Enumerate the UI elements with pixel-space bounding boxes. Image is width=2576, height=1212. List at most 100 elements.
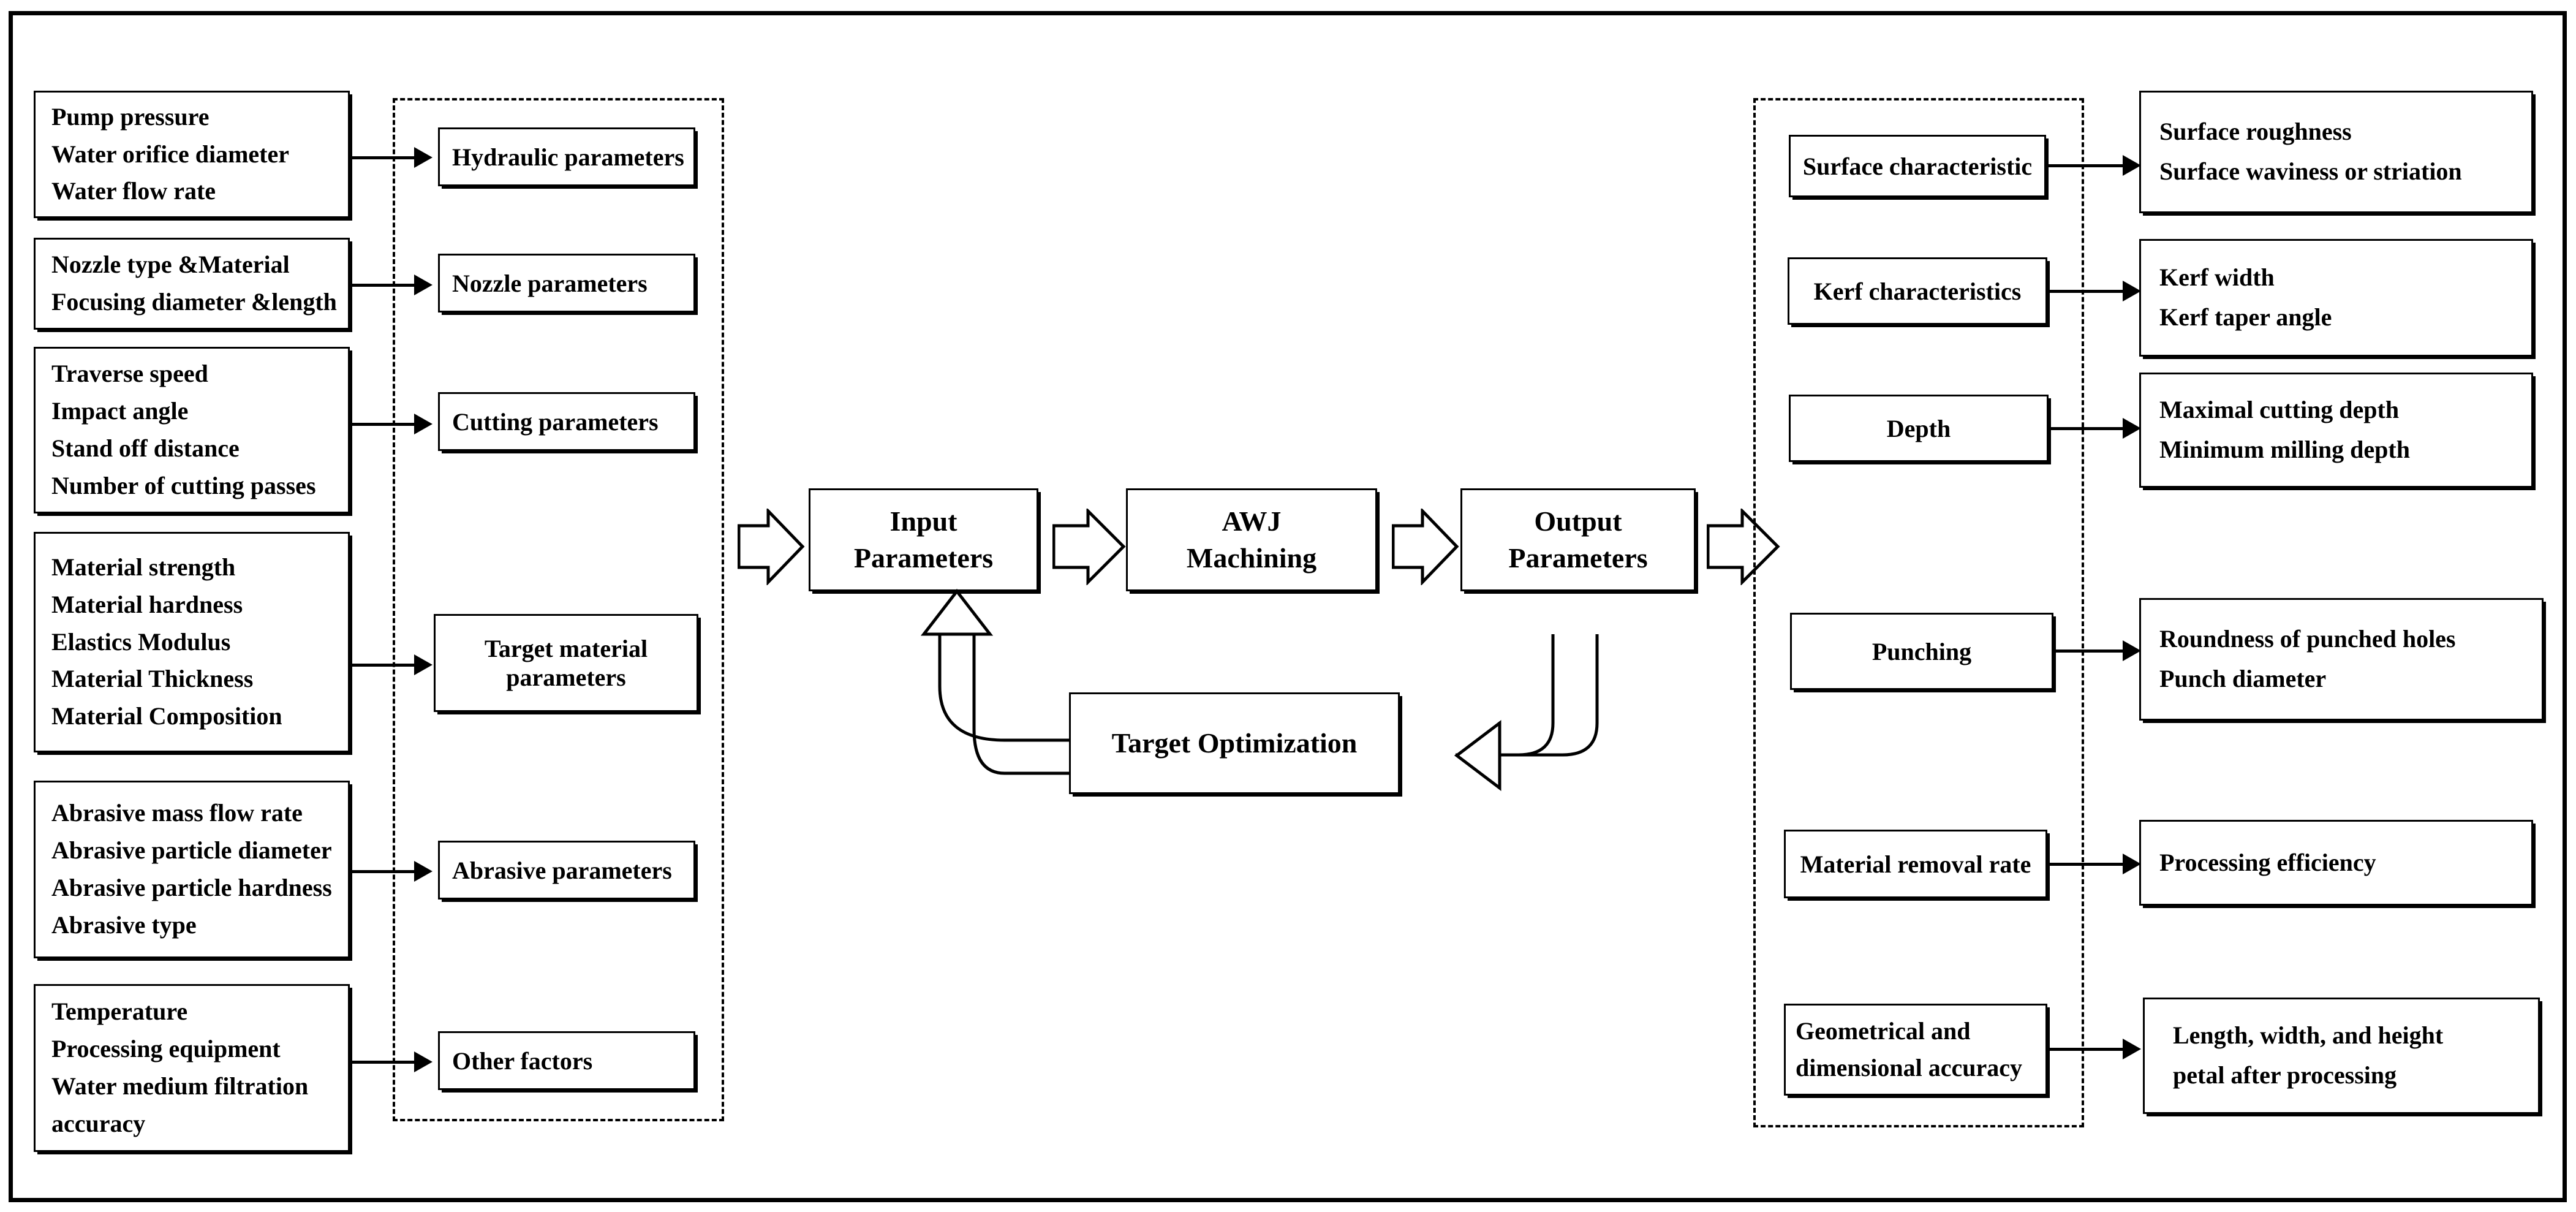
output-item: Kerf taper angle — [2159, 303, 2332, 331]
connector-line-geometry — [2047, 1048, 2126, 1051]
connector-line-hydraulic — [350, 156, 417, 159]
arrow-head-mrr — [2123, 854, 2141, 874]
process-label: AWJ — [1222, 506, 1282, 537]
category-label: Geometrical and — [1796, 1017, 1971, 1045]
output-item: Kerf width — [2159, 263, 2275, 292]
category-label: Depth — [1886, 414, 1951, 442]
input-item: Temperature — [51, 998, 188, 1026]
output-detail-box-mrr: Processing efficiency — [2139, 820, 2533, 906]
category-label: Surface characteristic — [1802, 152, 2033, 180]
input-item: Material Composition — [51, 702, 282, 730]
input-item: Abrasive particle hardness — [51, 874, 332, 901]
arrow-head-hydraulic — [414, 147, 432, 168]
process-box-input-parameters: Input Parameters — [809, 488, 1038, 591]
connector-line-abrasive — [350, 870, 417, 873]
input-item: Water orifice diameter — [51, 140, 289, 168]
arrow-head-target-material — [414, 654, 432, 675]
connector-line-punching — [2053, 650, 2126, 653]
output-item: Maximal cutting depth — [2159, 396, 2400, 424]
output-detail-box-geometry: Length, width, and height petal after pr… — [2143, 998, 2540, 1114]
process-label: Parameters — [1508, 542, 1648, 574]
category-label: Punching — [1872, 637, 1972, 665]
output-item: petal after processing — [2173, 1061, 2397, 1089]
chevron-arrow-into-input — [738, 509, 805, 585]
arrow-head-kerf — [2123, 281, 2141, 301]
process-label: Target Optimization — [1111, 727, 1358, 759]
input-item: Pump pressure — [51, 102, 210, 131]
input-item: Processing equipment — [51, 1035, 281, 1063]
category-label: dimensional accuracy — [1796, 1054, 2022, 1081]
connector-line-mrr — [2047, 863, 2126, 866]
output-item: Surface roughness — [2159, 118, 2352, 146]
arrow-head-other — [414, 1051, 432, 1072]
input-item: Nozzle type &Material — [51, 251, 290, 279]
process-label: Machining — [1186, 542, 1317, 574]
input-item: Water flow rate — [51, 177, 216, 205]
category-label: Cutting parameters — [452, 407, 659, 436]
input-item: Abrasive particle diameter — [51, 836, 332, 865]
input-detail-box-abrasive: Abrasive mass flow rate Abrasive particl… — [34, 781, 350, 958]
category-label: Abrasive parameters — [452, 856, 672, 884]
category-label: parameters — [506, 664, 626, 691]
process-box-awj-machining: AWJ Machining — [1126, 488, 1377, 591]
chevron-arrow-output-to-results — [1707, 509, 1780, 585]
output-item: Punch diameter — [2159, 665, 2327, 692]
output-category-surface-characteristic: Surface characteristic — [1789, 135, 2046, 197]
connector-line-kerf — [2047, 290, 2126, 293]
output-item: Minimum milling depth — [2159, 436, 2410, 463]
category-label: Material removal rate — [1800, 850, 2031, 878]
output-detail-box-surface: Surface roughness Surface waviness or st… — [2139, 91, 2533, 213]
category-label: Target material — [484, 635, 648, 662]
arrow-head-cutting — [414, 414, 432, 434]
input-item: Abrasive mass flow rate — [51, 799, 303, 827]
output-category-depth: Depth — [1789, 395, 2049, 462]
input-item: Material hardness — [51, 590, 243, 618]
input-item: Material strength — [51, 553, 236, 581]
arrow-head-surface — [2123, 155, 2141, 176]
input-item: Number of cutting passes — [51, 471, 316, 499]
input-item: Focusing diameter &length — [51, 288, 337, 316]
output-category-geometrical-dimensional-accuracy: Geometrical and dimensional accuracy — [1784, 1004, 2047, 1096]
process-label: Input — [890, 506, 958, 537]
input-category-abrasive-parameters: Abrasive parameters — [438, 841, 695, 900]
input-category-nozzle-parameters: Nozzle parameters — [438, 254, 695, 312]
process-box-output-parameters: Output Parameters — [1460, 488, 1696, 591]
output-detail-box-kerf: Kerf width Kerf taper angle — [2139, 239, 2533, 357]
arrow-head-nozzle — [414, 275, 432, 295]
connector-line-target-material — [350, 664, 417, 667]
output-category-punching: Punching — [1790, 613, 2053, 690]
process-box-target-optimization: Target Optimization — [1069, 692, 1400, 794]
input-detail-box-target-material: Material strength Material hardness Elas… — [34, 532, 350, 752]
output-item: Length, width, and height — [2173, 1021, 2444, 1050]
output-detail-box-punching: Roundness of punched holes Punch diamete… — [2139, 598, 2544, 721]
connector-line-other — [350, 1061, 417, 1064]
connector-line-cutting — [350, 423, 417, 426]
input-item: Traverse speed — [51, 360, 208, 388]
page-border — [9, 11, 2567, 1202]
output-parameters-group — [1753, 98, 2084, 1127]
process-label: Parameters — [853, 542, 994, 574]
input-item: Water medium filtration — [51, 1072, 309, 1100]
output-detail-box-depth: Maximal cutting depth Minimum milling de… — [2139, 373, 2533, 488]
output-item: Processing efficiency — [2159, 848, 2376, 876]
input-category-other-factors: Other factors — [438, 1031, 695, 1090]
input-item: Elastics Modulus — [51, 627, 231, 656]
category-label: Kerf characteristics — [1813, 277, 2022, 305]
process-label: Output — [1534, 506, 1622, 537]
arrow-head-geometry — [2123, 1039, 2141, 1059]
output-item: Roundness of punched holes — [2159, 625, 2456, 653]
input-item: Stand off distance — [51, 434, 240, 462]
category-label: Hydraulic parameters — [452, 143, 684, 171]
input-detail-box-hydraulic: Pump pressure Water orifice diameter Wat… — [34, 91, 350, 218]
input-detail-box-nozzle: Nozzle type &Material Focusing diameter … — [34, 238, 350, 330]
arrow-head-depth — [2123, 418, 2141, 439]
connector-line-surface — [2046, 164, 2126, 167]
chevron-arrow-machining-to-output — [1392, 509, 1459, 585]
output-item: Surface waviness or striation — [2159, 157, 2462, 185]
input-detail-box-cutting: Traverse speed Impact angle Stand off di… — [34, 347, 350, 513]
input-item: accuracy — [51, 1109, 146, 1137]
category-label: Other factors — [452, 1047, 593, 1075]
input-item: Material Thickness — [51, 665, 254, 693]
arrow-head-abrasive — [414, 861, 432, 882]
